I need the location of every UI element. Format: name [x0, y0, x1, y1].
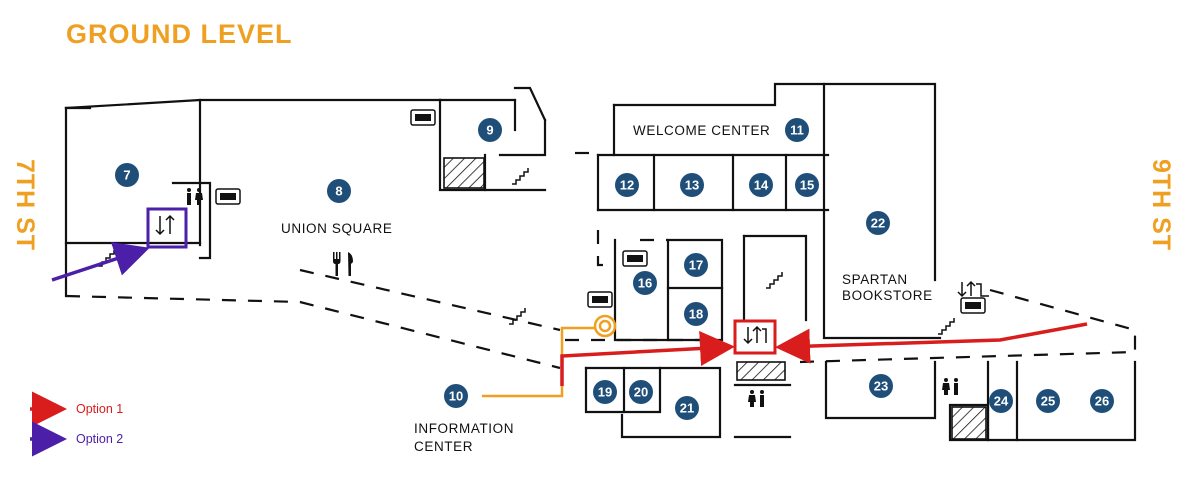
east-corridor-line — [799, 350, 1136, 364]
room-26[interactable]: 26 — [1090, 389, 1114, 413]
room-7[interactable]: 7 — [115, 163, 139, 187]
room-12[interactable]: 12 — [615, 173, 639, 197]
svg-text:9: 9 — [486, 123, 493, 138]
room-21[interactable]: 21 — [675, 396, 699, 420]
svg-text:16: 16 — [638, 276, 652, 291]
elevator-icon — [743, 325, 767, 345]
label-union-square: UNION SQUARE — [281, 221, 392, 236]
svg-text:26: 26 — [1095, 394, 1109, 409]
info-target-icon — [593, 314, 617, 338]
label-bookstore-1: SPARTAN — [842, 272, 908, 287]
svg-text:13: 13 — [685, 178, 699, 193]
restroom-icon — [187, 188, 203, 205]
svg-text:12: 12 — [620, 178, 634, 193]
option2-route — [51, 242, 150, 282]
restroom-icon — [748, 390, 764, 407]
stairs-icon — [766, 272, 783, 289]
hatched-utility-9 — [443, 157, 485, 189]
svg-text:10: 10 — [449, 389, 463, 404]
elevator-icon — [957, 280, 989, 298]
svg-text:14: 14 — [754, 178, 769, 193]
svg-text:19: 19 — [598, 385, 612, 400]
option1-route-east — [775, 322, 1088, 364]
room-23[interactable]: 23 — [869, 374, 893, 398]
room-18[interactable]: 18 — [684, 302, 708, 326]
room-20[interactable]: 20 — [629, 380, 653, 404]
stairs-icon — [509, 308, 526, 325]
svg-text:22: 22 — [871, 216, 885, 231]
svg-text:21: 21 — [680, 401, 694, 416]
printer-icon — [960, 297, 986, 314]
svg-text:15: 15 — [800, 178, 814, 193]
east-outer-boundary — [989, 288, 1137, 362]
option2-elevator-highlight — [146, 207, 188, 249]
room-22[interactable]: 22 — [866, 211, 890, 235]
svg-text:20: 20 — [634, 385, 648, 400]
option1-elevator-highlight — [733, 319, 777, 355]
label-bookstore-2: BOOKSTORE — [842, 288, 933, 303]
room-17[interactable]: 17 — [684, 253, 708, 277]
label-info-2: CENTER — [414, 439, 473, 454]
svg-text:11: 11 — [790, 123, 804, 138]
central-interior-dash-2 — [596, 230, 615, 267]
printer-icon — [410, 109, 436, 126]
room-markers: 7 8 9 10 11 12 13 14 15 16 17 18 19 20 2… — [115, 118, 1114, 420]
svg-text:25: 25 — [1041, 394, 1055, 409]
room-13[interactable]: 13 — [680, 173, 704, 197]
svg-text:17: 17 — [689, 258, 703, 273]
restroom-icon — [942, 378, 958, 395]
hatched-utility-central — [736, 361, 786, 381]
west-building-boundary — [65, 294, 561, 370]
room-16[interactable]: 16 — [633, 271, 657, 295]
label-info-1: INFORMATION — [414, 421, 514, 436]
legend-option1-label: Option 1 — [76, 402, 123, 416]
elevator-icon — [155, 214, 175, 236]
room-11[interactable]: 11 — [785, 118, 809, 142]
printer-icon — [587, 291, 613, 308]
printer-icon — [215, 188, 241, 205]
printer-icon — [622, 250, 648, 267]
room-19[interactable]: 19 — [593, 380, 617, 404]
room-10[interactable]: 10 — [444, 384, 468, 408]
room-8[interactable]: 8 — [327, 179, 351, 203]
option1-route-west — [560, 331, 735, 386]
svg-text:23: 23 — [874, 379, 888, 394]
stairs-icon — [938, 318, 955, 335]
central-building-walls — [584, 82, 942, 439]
stairs-icon — [512, 168, 529, 185]
legend: Option 1 Option 2 — [30, 391, 123, 457]
svg-text:8: 8 — [335, 184, 342, 199]
union-square-edge — [299, 268, 561, 332]
svg-text:24: 24 — [994, 394, 1009, 409]
map-title: GROUND LEVEL — [66, 19, 293, 49]
west-building-walls — [64, 86, 547, 298]
label-welcome-center: WELCOME CENTER — [633, 123, 770, 138]
room-14[interactable]: 14 — [749, 173, 773, 197]
svg-text:18: 18 — [689, 307, 703, 322]
hatched-utility-east — [951, 406, 987, 440]
street-label-east: 9TH ST — [1147, 159, 1175, 251]
street-label-west: 7TH ST — [11, 159, 39, 251]
room-24[interactable]: 24 — [989, 389, 1013, 413]
dining-icon — [333, 252, 353, 276]
room-15[interactable]: 15 — [795, 173, 819, 197]
east-building-walls — [824, 360, 1137, 442]
legend-option2-label: Option 2 — [76, 432, 123, 446]
room-9[interactable]: 9 — [478, 118, 502, 142]
svg-text:7: 7 — [123, 168, 130, 183]
room-25[interactable]: 25 — [1036, 389, 1060, 413]
